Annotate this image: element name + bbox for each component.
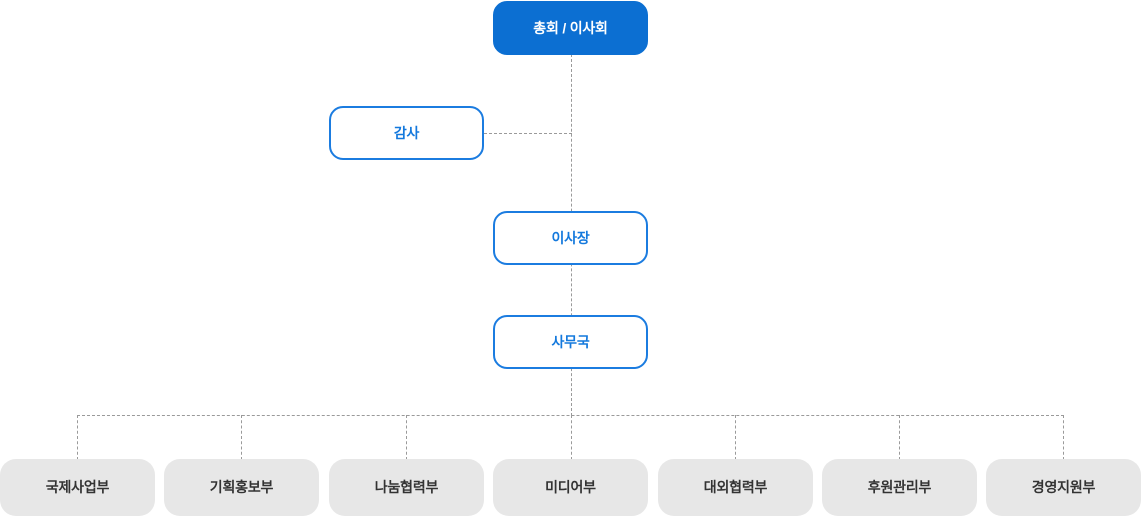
connector-drop-dept-1	[77, 415, 78, 460]
node-label: 후원관리부	[867, 479, 932, 496]
node-general-assembly-board[interactable]: 총회 / 이사회	[493, 1, 648, 55]
node-label: 사무국	[551, 333, 590, 350]
connector-drop-dept-3	[406, 415, 407, 460]
connector-drop-dept-6	[899, 415, 900, 460]
node-department-donor-management[interactable]: 후원관리부	[822, 459, 977, 516]
node-label: 기획홍보부	[209, 479, 274, 496]
connector-drop-dept-7	[1063, 415, 1064, 460]
node-label: 경영지원부	[1031, 479, 1096, 496]
connector-drop-dept-4	[571, 415, 572, 460]
node-department-planning-pr[interactable]: 기획홍보부	[164, 459, 319, 516]
node-label: 나눔협력부	[374, 479, 439, 496]
node-chairman[interactable]: 이사장	[493, 211, 648, 265]
node-department-external-cooperation[interactable]: 대외협력부	[658, 459, 813, 516]
node-department-management-support[interactable]: 경영지원부	[986, 459, 1141, 516]
node-label: 국제사업부	[45, 479, 110, 496]
connector-drop-dept-5	[735, 415, 736, 460]
node-department-media[interactable]: 미디어부	[493, 459, 648, 516]
node-auditor[interactable]: 감사	[329, 106, 484, 160]
node-label: 대외협력부	[703, 479, 768, 496]
node-label: 이사장	[551, 229, 590, 246]
node-label: 감사	[393, 124, 420, 141]
connector-department-bus	[77, 415, 1064, 416]
node-label: 총회 / 이사회	[533, 19, 608, 36]
node-label: 미디어부	[545, 479, 596, 496]
node-department-international-business[interactable]: 국제사업부	[0, 459, 155, 516]
connector-drop-dept-2	[241, 415, 242, 460]
node-secretariat[interactable]: 사무국	[493, 315, 648, 369]
connector-auditor-branch	[484, 133, 572, 134]
node-department-sharing-cooperation[interactable]: 나눔협력부	[329, 459, 484, 516]
